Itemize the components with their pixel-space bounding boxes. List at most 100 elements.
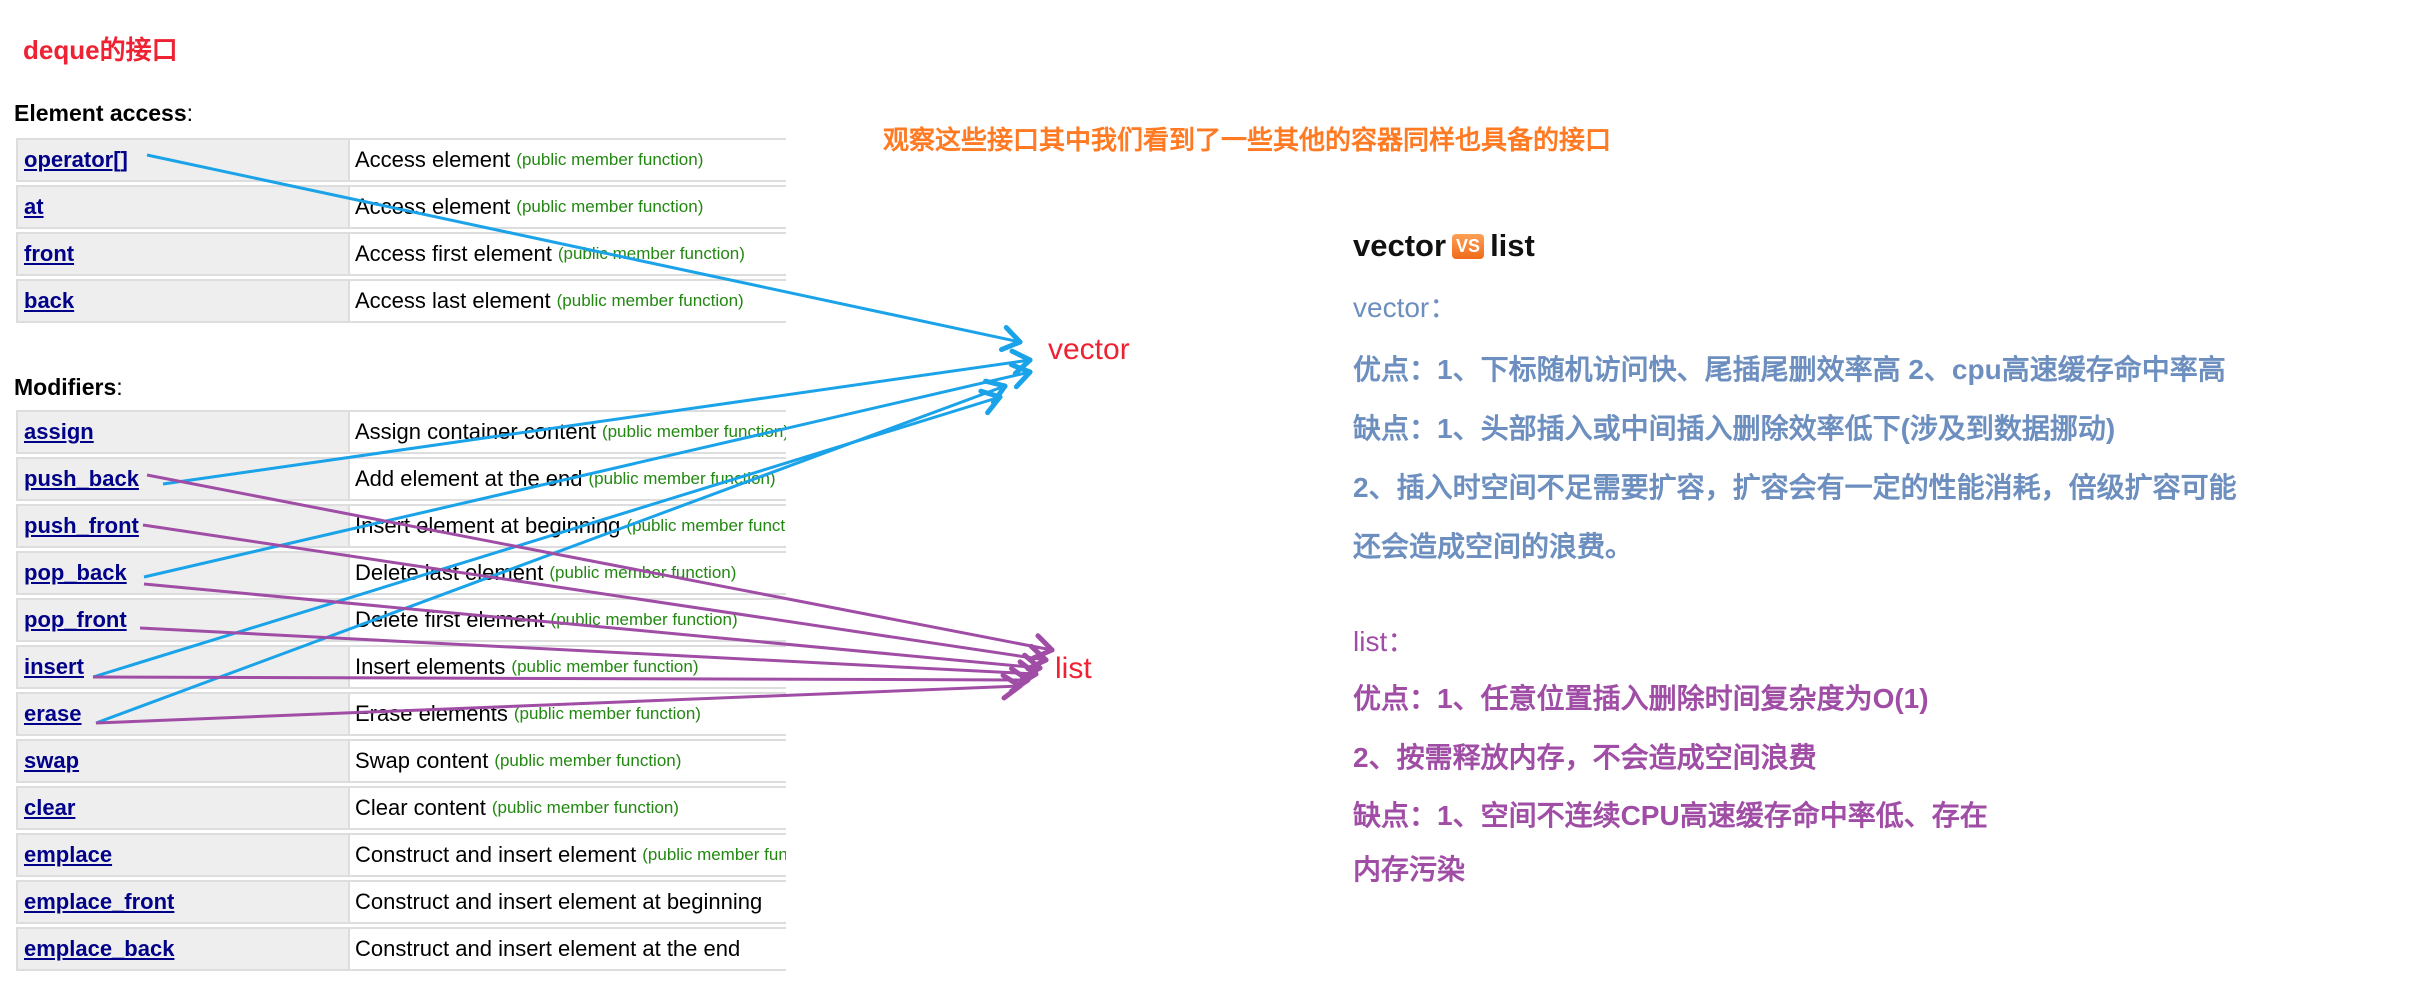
member-link[interactable]: at	[24, 194, 44, 219]
vs-badge-icon: VS	[1452, 233, 1485, 259]
member-link[interactable]: assign	[24, 419, 94, 444]
table-row: emplace_back Construct and insert elemen…	[16, 927, 786, 971]
member-link[interactable]: push_back	[24, 466, 139, 491]
modifiers-heading: Modifiers:	[14, 374, 123, 400]
member-kind: (public member function)	[550, 610, 738, 629]
table-row: insert Insert elements (public member fun…	[16, 645, 786, 689]
member-link[interactable]: emplace	[24, 842, 113, 867]
member-name-cell: emplace_front	[18, 882, 350, 922]
member-name-cell: back	[18, 281, 350, 321]
list-label: list	[1055, 652, 1092, 685]
table-row: emplace Construct and insert element (pub…	[16, 833, 786, 877]
table-row: emplace_front Construct and insert eleme…	[16, 880, 786, 924]
member-kind: (public member function)	[642, 845, 786, 864]
member-kind: (public member function)	[494, 751, 682, 770]
vector-arrow	[143, 362, 1033, 579]
member-description: Access element (public member function)	[350, 140, 786, 180]
description-text: Access element	[355, 147, 511, 172]
list-arrow	[143, 582, 1043, 681]
member-kind: (public member function)	[513, 704, 701, 723]
list-line: 内存污染	[1353, 854, 1466, 885]
member-kind: (public member function)	[588, 469, 776, 488]
vector-line: 还会造成空间的浪费。	[1353, 531, 1634, 562]
member-link[interactable]: push_front	[24, 513, 139, 538]
member-description: Access last element(public member functi…	[350, 281, 786, 321]
member-name-cell: swap	[18, 741, 350, 781]
member-kind: (public member function)	[491, 798, 679, 817]
element-access-table: operator[] Access element (public member …	[16, 138, 786, 326]
member-description: Construct and insert element (public memb…	[350, 835, 786, 875]
member-description: Insert elements (public member function)	[350, 647, 786, 687]
vector-line: 优点：1、下标随机访问快、尾插尾删效率高 2、cpu高速缓存命中率高	[1353, 354, 2226, 385]
member-name-cell: pop_front	[18, 600, 350, 640]
comparison-right: list	[1490, 228, 1535, 263]
member-link[interactable]: emplace_front	[24, 889, 175, 914]
table-row: assign Assign container content(public m…	[16, 410, 786, 454]
description-text: Construct and insert element at beginnin…	[355, 889, 763, 914]
description-text: Access first element	[355, 241, 552, 266]
member-link[interactable]: front	[24, 241, 75, 266]
member-link[interactable]: erase	[24, 701, 82, 726]
table-row: operator[] Access element (public member …	[16, 138, 786, 182]
member-kind: (public member function)	[516, 150, 704, 169]
member-name-cell: insert	[18, 647, 350, 687]
description-text: Insert elements	[355, 654, 506, 679]
description-text: Construct and insert element at the end	[355, 936, 741, 961]
list-line: 2、按需释放内存，不会造成空间浪费	[1353, 742, 1817, 773]
member-link[interactable]: operator[]	[24, 147, 128, 172]
vector-line: 缺点：1、头部插入或中间插入删除效率低下(涉及到数据挪动)	[1353, 413, 2116, 444]
member-link[interactable]: emplace_back	[24, 936, 175, 961]
member-description: Construct and insert element at beginnin…	[350, 882, 786, 922]
description-text: Construct and insert element	[355, 842, 637, 867]
list-line: 缺点：1、空间不连续CPU高速缓存命中率低、存在	[1353, 800, 1988, 831]
table-row: pop_back Delete last element(public memb…	[16, 551, 786, 595]
member-kind: (public member function)	[626, 516, 786, 535]
member-description: Add element at the end (public member fun…	[350, 459, 786, 499]
member-kind: (public member function)	[549, 563, 737, 582]
element-access-heading: Element access:	[14, 100, 194, 126]
member-link[interactable]: insert	[24, 654, 84, 679]
member-name-cell: emplace	[18, 835, 350, 875]
member-name-cell: at	[18, 187, 350, 227]
description-text: Access last element	[355, 288, 551, 313]
member-name-cell: clear	[18, 788, 350, 828]
member-link[interactable]: pop_front	[24, 607, 127, 632]
vector-arrow	[146, 153, 1023, 353]
table-row: front Access first element(public member…	[16, 232, 786, 276]
member-description: Delete last element(public member functi…	[350, 553, 786, 593]
member-kind: (public member function)	[511, 657, 699, 676]
page-title: deque的接口	[23, 35, 178, 65]
member-name-cell: assign	[18, 412, 350, 452]
member-name-cell: push_front	[18, 506, 350, 546]
modifiers-table: assign Assign container content(public m…	[16, 410, 786, 974]
observation-note: 观察这些接口其中我们看到了一些其他的容器同样也具备的接口	[883, 125, 1612, 155]
list-arrow	[95, 672, 1023, 725]
member-description: Insert element at beginning(public membe…	[350, 506, 786, 546]
comparison-heading: vector VS list	[1353, 228, 1535, 264]
member-description: Clear content (public member function)	[350, 788, 786, 828]
table-row: clear Clear content (public member functi…	[16, 786, 786, 830]
member-description: Access first element(public member funct…	[350, 234, 786, 274]
list-arrow	[146, 473, 1055, 661]
member-link[interactable]: clear	[24, 795, 76, 820]
member-link[interactable]: back	[24, 288, 75, 313]
description-text: Clear content	[355, 795, 486, 820]
member-description: Construct and insert element at the end	[350, 929, 786, 969]
vector-heading: vector：	[1353, 292, 1458, 323]
vector-arrow	[162, 348, 1033, 486]
member-kind: (public member function)	[516, 197, 704, 216]
table-row: push_back Add element at the end (public …	[16, 457, 786, 501]
description-text: Erase elements	[355, 701, 508, 726]
vector-label: vector	[1048, 333, 1130, 366]
table-row: push_front Insert element at beginning(p…	[16, 504, 786, 548]
member-name-cell: emplace_back	[18, 929, 350, 969]
vector-line: 2、插入时空间不足需要扩容，扩容会有一定的性能消耗，倍级扩容可能	[1353, 472, 2237, 503]
description-text: Add element at the end	[355, 466, 583, 491]
member-link[interactable]: swap	[24, 748, 80, 773]
table-row: back Access last element(public member f…	[16, 279, 786, 323]
comparison-left: vector	[1353, 228, 1447, 263]
member-description: Swap content(public member function)	[350, 741, 786, 781]
member-link[interactable]: pop_back	[24, 560, 127, 585]
member-name-cell: front	[18, 234, 350, 274]
